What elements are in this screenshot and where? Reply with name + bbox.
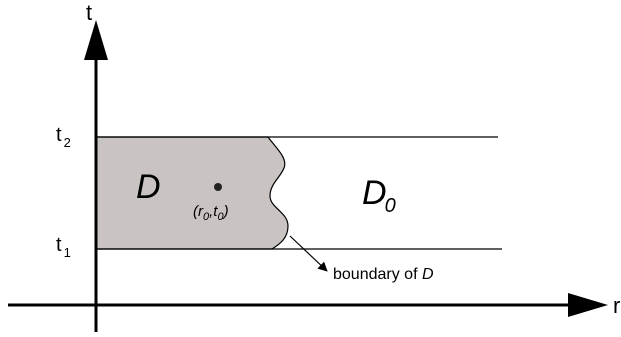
horizontal-axis-label: r (613, 293, 620, 318)
point-marker (214, 183, 222, 191)
point-label: (r0,t0) (193, 203, 229, 223)
horizontal-axis-arrowhead (568, 293, 608, 317)
region-d0-label: D0 (362, 174, 396, 217)
vertical-axis-arrowhead (84, 20, 108, 60)
boundary-annotation-label: boundary of D (333, 266, 434, 283)
region-d-label: D (136, 168, 161, 206)
boundary-annotation-arrow (289, 235, 328, 272)
region-d-shape (95, 136, 289, 250)
vertical-axis-label: t (86, 0, 92, 25)
